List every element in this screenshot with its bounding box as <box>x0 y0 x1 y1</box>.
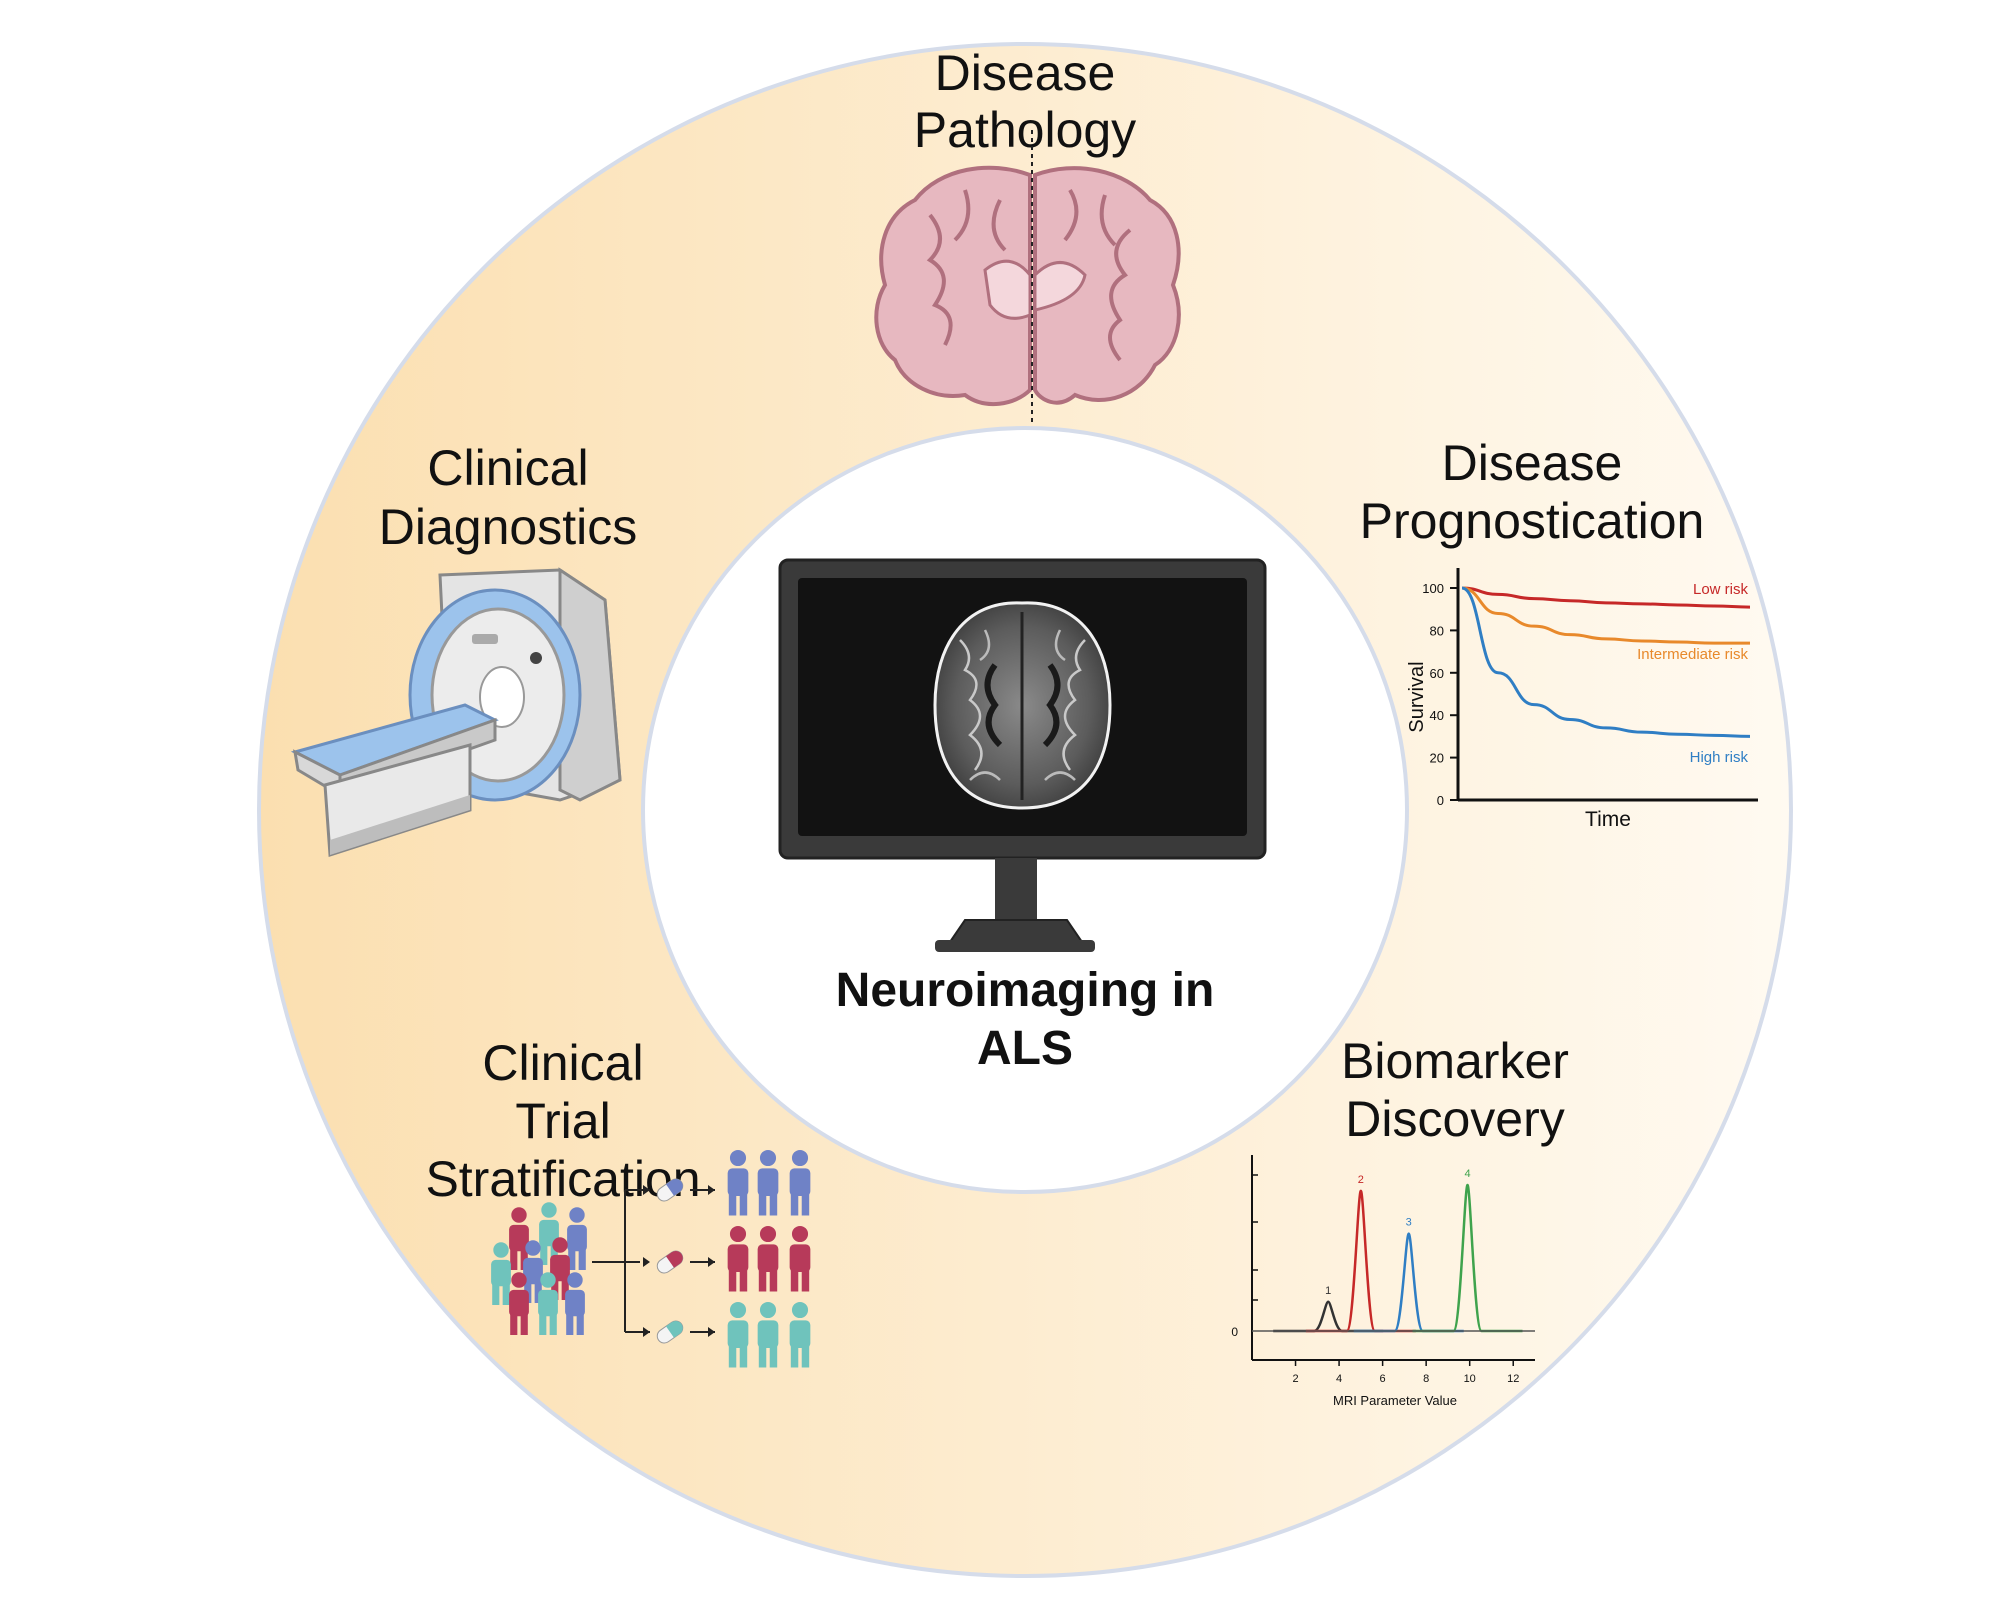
person-icon <box>539 1202 559 1265</box>
survival-legend-high-risk: High risk <box>1690 749 1749 766</box>
center-title-line1: Neuroimaging in <box>836 964 1215 1017</box>
survival-y-tick-100: 100 <box>1422 581 1444 596</box>
diagnostics-title-line2: Diagnostics <box>379 499 637 555</box>
survival-line-low-risk <box>1461 586 1751 609</box>
person-icon <box>757 1225 779 1292</box>
trial-title-line2: Trial <box>515 1093 610 1149</box>
spectrum-x-tick-12: 12 <box>1507 1373 1519 1385</box>
survival-line-intermediate-risk <box>1461 586 1750 645</box>
trial-stratification-icon <box>491 1149 811 1368</box>
spectrum-peak-3 <box>1353 1232 1464 1333</box>
person-icon <box>550 1237 570 1300</box>
spectrum-peak-4 <box>1412 1183 1523 1333</box>
survival-y-tick-0: 0 <box>1437 793 1444 808</box>
pathology-title-line1: Disease <box>935 45 1116 101</box>
pathology-title-line2: Pathology <box>914 102 1136 158</box>
person-icon <box>727 1225 749 1292</box>
spectrum-x-tick-4: 4 <box>1336 1373 1342 1385</box>
person-icon <box>509 1207 529 1270</box>
survival-y-tick-60: 60 <box>1430 666 1444 681</box>
person-icon <box>509 1272 529 1335</box>
person-icon <box>789 1149 811 1216</box>
person-icon <box>757 1149 779 1216</box>
survival-y-tick-20: 20 <box>1430 751 1444 766</box>
spectrum-peak-label-3: 3 <box>1406 1217 1412 1229</box>
spectrum-y-tick-0: 0 <box>1231 1325 1238 1339</box>
axial-brain-scan <box>933 601 1112 810</box>
brain-section-icon <box>874 130 1181 422</box>
person-icon <box>727 1149 749 1216</box>
spectrum-peak-1 <box>1273 1300 1384 1333</box>
spectrum-peak-label-4: 4 <box>1464 1168 1470 1180</box>
survival-chart: Survival Time 100 80 60 40 20 0 Low riskInter… <box>1406 568 1758 831</box>
spectrum-x-tick-6: 6 <box>1380 1373 1386 1385</box>
person-icon <box>789 1225 811 1292</box>
person-icon <box>567 1207 587 1270</box>
prognostication-title-line1: Disease <box>1442 435 1623 491</box>
person-icon <box>727 1301 749 1368</box>
prognostication-title-line2: Prognostication <box>1360 493 1705 549</box>
survival-line-high-risk <box>1461 586 1751 738</box>
trial-title-line1: Clinical <box>482 1035 643 1091</box>
pill-icon <box>656 1320 684 1344</box>
biomarker-title-line1: Biomarker <box>1341 1033 1569 1089</box>
trial-title-line3: Stratification <box>425 1151 700 1207</box>
spectrum-peak-2 <box>1305 1189 1416 1333</box>
person-icon <box>565 1272 585 1335</box>
spectrum-peak-label-1: 1 <box>1325 1285 1331 1297</box>
mri-scanner-icon <box>290 567 622 858</box>
survival-y-tick-40: 40 <box>1430 708 1444 723</box>
branch-arrows <box>592 1189 715 1333</box>
diagnostics-title-line1: Clinical <box>427 440 588 496</box>
survival-y-axis-label: Survival <box>1406 661 1428 732</box>
monitor-icon <box>778 558 1267 952</box>
spectrum-x-tick-10: 10 <box>1464 1373 1476 1385</box>
survival-legend-low-risk: Low risk <box>1693 581 1749 598</box>
survival-x-axis-label: Time <box>1585 808 1631 831</box>
pill-icon <box>656 1250 684 1274</box>
spectrum-peak-label-2: 2 <box>1358 1174 1364 1186</box>
person-icon <box>757 1301 779 1368</box>
person-icon <box>491 1242 511 1305</box>
pill-icon <box>656 1178 684 1202</box>
spectrum-x-axis-label: MRI Parameter Value <box>1333 1393 1457 1408</box>
spectrum-x-tick-8: 8 <box>1423 1373 1429 1385</box>
biomarker-title-line2: Discovery <box>1345 1091 1564 1147</box>
person-icon <box>789 1301 811 1368</box>
survival-legend-intermediate-risk: Intermediate risk <box>1637 646 1748 663</box>
person-icon <box>538 1272 558 1335</box>
center-title-line2: ALS <box>977 1022 1073 1075</box>
survival-y-tick-80: 80 <box>1430 623 1444 638</box>
spectrum-x-tick-2: 2 <box>1292 1373 1298 1385</box>
